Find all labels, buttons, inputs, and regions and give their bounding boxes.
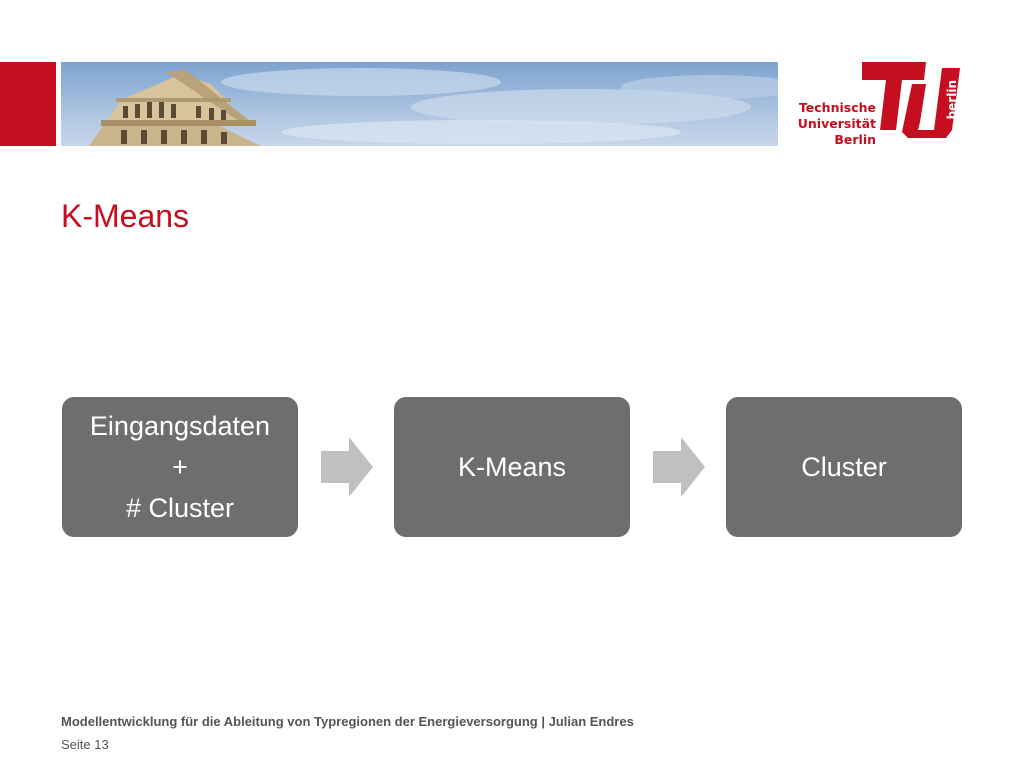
tu-logo-mark: berlin (862, 60, 966, 142)
header-red-block (0, 62, 56, 146)
right-arrow-icon (653, 437, 705, 497)
building-photo (61, 62, 778, 146)
right-arrow-icon (321, 437, 373, 497)
node-input-data: Eingangsdaten + # Cluster (62, 397, 298, 537)
node-cluster-label: Cluster (801, 447, 887, 488)
logo-side-text: berlin (945, 80, 959, 119)
node-input-line-3: # Cluster (126, 488, 234, 529)
node-kmeans: K-Means (394, 397, 630, 537)
footer-title: Modellentwicklung für die Ableitung von … (61, 714, 634, 729)
slide-title: K-Means (61, 196, 189, 236)
node-kmeans-label: K-Means (458, 447, 566, 488)
header-banner-image (61, 62, 778, 146)
tu-berlin-logo: Technische Universität Berlin berlin (806, 58, 966, 148)
node-input-line-1: Eingangsdaten (90, 406, 270, 447)
node-input-line-2: + (172, 447, 188, 488)
node-cluster: Cluster (726, 397, 962, 537)
footer-page-number: Seite 13 (61, 737, 109, 752)
